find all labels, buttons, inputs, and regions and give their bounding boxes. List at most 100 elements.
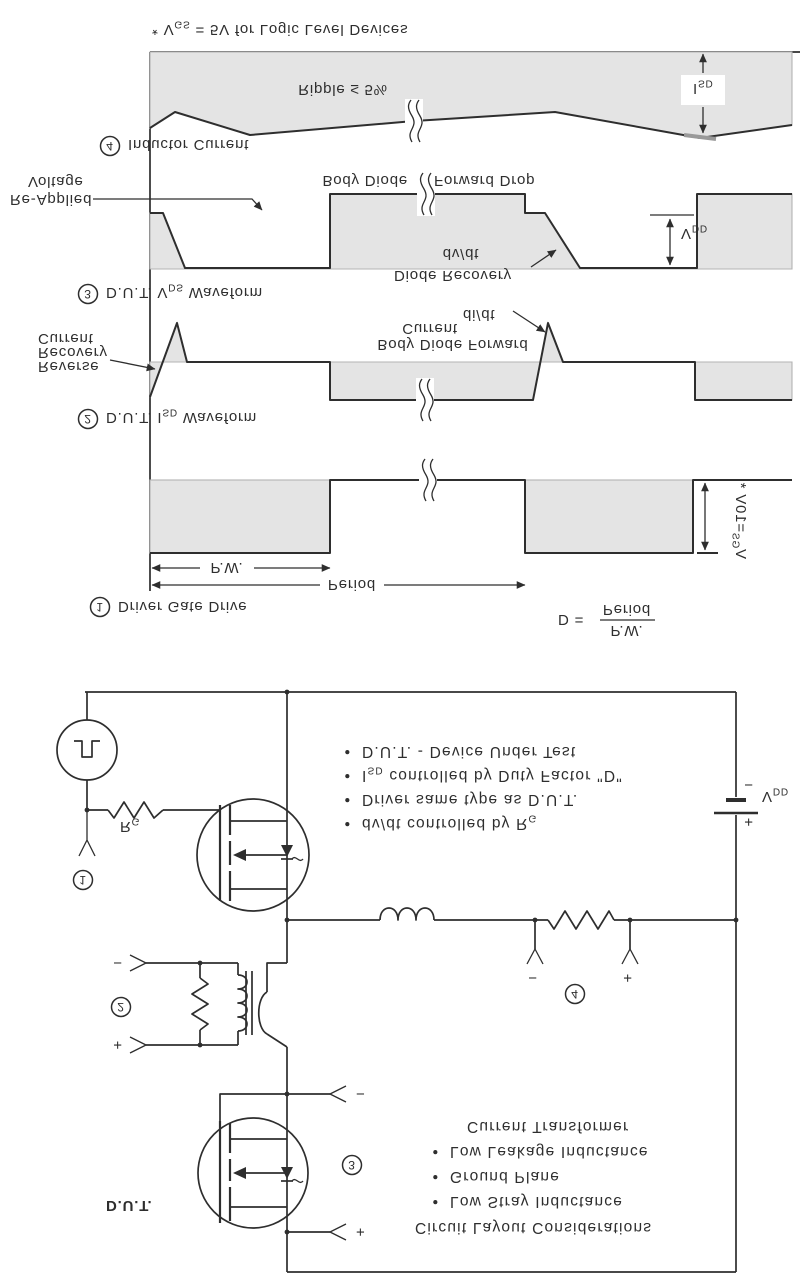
w4-title-label: Inductor Current: [128, 136, 249, 153]
xfmr-probe-minus: −: [113, 954, 123, 971]
circuit-diagram: RG D.U.T.: [56, 689, 789, 1273]
probe-2: 2: [110, 996, 132, 1018]
shunt-probe-plus: +: [623, 969, 633, 986]
driver-mosfet-symbol: [196, 798, 310, 912]
isd-trace: [149, 322, 792, 401]
bullet-icon: •: [345, 791, 352, 808]
layout-item: Low Stray Inductance: [450, 1193, 623, 1210]
period-label: Period: [328, 576, 376, 593]
reverse-recovery-arrow: [109, 359, 156, 372]
waveform-3-number: 3: [77, 283, 99, 305]
axis-break-icon: [404, 98, 424, 144]
layout-considerations-list: Circuit Layout Considerations • Low Stra…: [415, 1118, 652, 1236]
waveform-gate-drive: 1 Driver Gate Drive Period P.W. D = P.W.…: [89, 457, 792, 639]
waveform-1-number: 1: [89, 596, 111, 618]
series-inductor: [379, 907, 435, 921]
shunt-resistor: [547, 910, 615, 930]
pulse-glyph-icon: [74, 740, 100, 758]
layout-heading: Circuit Layout Considerations: [415, 1219, 652, 1236]
ripple-label: Ripple ≤ 5%: [298, 81, 388, 98]
layout-item-continuation: Current Transformer: [467, 1118, 629, 1135]
battery-minus-label: −: [744, 776, 754, 793]
waveform-inductor-current: 4 Inductor Current Ripple ≤ 5% ISD: [99, 51, 793, 157]
w3-title-label: D.U.T. VDS Waveform: [106, 282, 263, 302]
duty-lhs: D =: [558, 611, 584, 628]
note-item: ISD controlled by Duty Factor "D": [362, 765, 623, 785]
svg-text:2: 2: [84, 412, 91, 426]
rg-label: RG: [120, 816, 140, 836]
forward-drop-label: Body Diode: [322, 172, 408, 189]
svg-text:4: 4: [106, 139, 113, 153]
dut-probe-minus: −: [356, 1085, 366, 1102]
reverse-recovery-label: Reverse: [38, 358, 99, 375]
waveform-vds: 3 D.U.T. VDS Waveform Re-Applied Voltage…: [10, 171, 793, 305]
reverse-recovery-label: Current: [38, 330, 94, 347]
dut-label: D.U.T.: [106, 1197, 152, 1214]
axis-break-icon: [418, 457, 438, 503]
bullet-icon: •: [433, 1193, 440, 1210]
gate-drive-trace: [150, 479, 792, 554]
mirrored-figure: RG D.U.T.: [10, 19, 800, 1273]
footnote-label: * VGS = 5V for Logic Level Devices: [152, 19, 408, 39]
reapplied-voltage-label: Re-Applied: [10, 191, 92, 208]
note-item: Driver same type as D.U.T.: [362, 791, 578, 808]
vds-trace: [150, 193, 792, 269]
svg-text:1: 1: [79, 873, 86, 887]
isd-label-box: [681, 75, 725, 105]
diode-recovery-label: dv/dt: [443, 245, 480, 262]
probe-3: 3: [341, 1154, 363, 1176]
svg-text:3: 3: [348, 1158, 355, 1172]
probe-4: 4: [564, 983, 586, 1005]
didt-arrow: [512, 310, 546, 333]
svg-text:4: 4: [571, 987, 578, 1001]
waveform-isd: 2 D.U.T. ISD Waveform Reverse Recovery C…: [38, 306, 793, 430]
svg-text:3: 3: [84, 287, 91, 301]
bullet-icon: •: [433, 1143, 440, 1160]
note-item: dv/dt controlled by RG: [362, 813, 537, 833]
bullet-icon: •: [345, 767, 352, 784]
note-item: D.U.T. - Device Under Test: [362, 743, 576, 760]
burden-resistor: [191, 977, 209, 1031]
waveform-panel: 1 Driver Gate Drive Period P.W. D = P.W.…: [10, 19, 800, 639]
reapplied-arrow: [140, 198, 263, 211]
didt-label: di/dt: [463, 306, 495, 323]
junction-dots: [84, 689, 739, 1235]
isd-level-label: ISD: [693, 78, 713, 98]
waveform-4-number: 4: [99, 135, 121, 157]
reverse-recovery-label: Recovery: [38, 344, 108, 361]
bullet-icon: •: [345, 815, 352, 832]
duty-numerator: P.W.: [611, 622, 644, 639]
vdd-supply-label: VDD: [762, 786, 789, 806]
xfmr-probe-plus: +: [113, 1036, 123, 1053]
duty-factor-formula: D = P.W. Period: [558, 601, 655, 639]
reapplied-voltage-label: Voltage: [28, 173, 84, 190]
waveform-2-number: 2: [77, 408, 99, 430]
gate-resistor: [107, 801, 164, 819]
forward-drop-label: Forward Drop: [434, 172, 535, 189]
duty-denominator: Period: [603, 601, 651, 618]
svg-text:2: 2: [117, 1000, 124, 1014]
layout-item: Low Leakage Inductance: [450, 1143, 649, 1160]
transformer-secondary: [237, 974, 248, 1032]
shunt-probe-minus: −: [528, 969, 538, 986]
diode-recovery-arrow: [530, 249, 557, 268]
battery-plus-label: +: [744, 813, 754, 830]
w1-title-label: Driver Gate Drive: [118, 598, 247, 615]
vdd-battery: + − VDD: [714, 776, 789, 830]
transformer-primary: [257, 991, 268, 1035]
pw-label: P.W.: [211, 559, 244, 576]
gate-pulse-shade: [149, 479, 331, 554]
body-diode-forward-label: Body Diode Forward: [377, 336, 528, 353]
bullet-icon: •: [345, 743, 352, 760]
dut-mosfet-symbol: [197, 1117, 309, 1229]
layout-item: Ground Plane: [450, 1168, 560, 1185]
probe-tips: [78, 810, 639, 1241]
transformer-core: [245, 971, 253, 1035]
body-diode-forward-label: Current: [402, 320, 458, 337]
w2-title-label: D.U.T. ISD Waveform: [106, 407, 257, 427]
vgs-level-label: VGS=10V *: [730, 482, 750, 559]
probe-1: 1: [72, 869, 94, 891]
current-transformer-symbol: [191, 971, 268, 1035]
gate-pulse-shade: [524, 479, 694, 554]
